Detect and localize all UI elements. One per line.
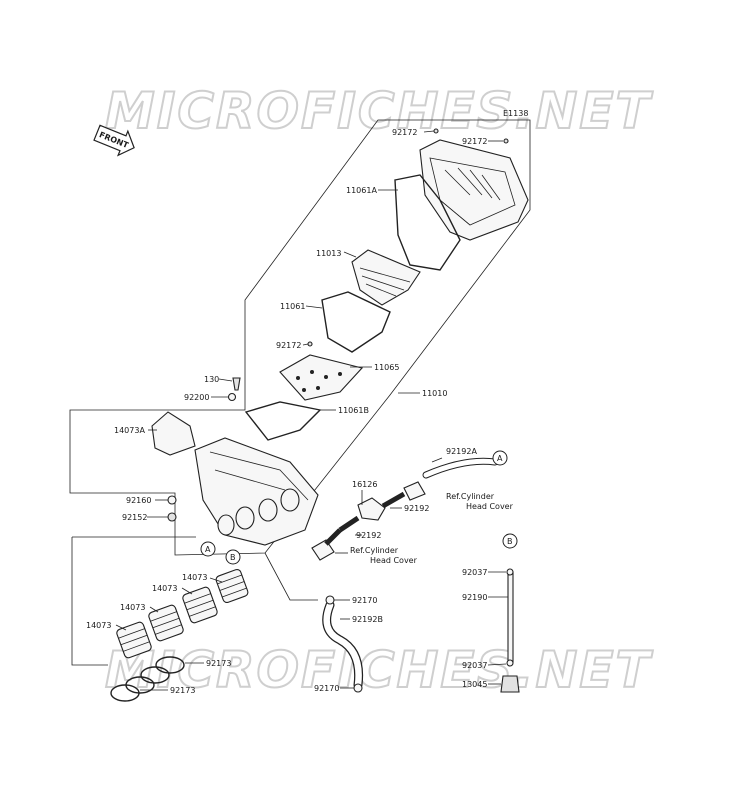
label-92192b: 92192B: [352, 615, 383, 624]
label-11061: 11061: [280, 302, 305, 311]
label-92172-mid: 92172: [276, 341, 301, 350]
svg-text:A: A: [497, 454, 503, 463]
callout-a-left: A: [200, 541, 216, 557]
label-11065: 11065: [374, 363, 399, 372]
label-11061b: 11061B: [338, 406, 369, 415]
plate-11065: [279, 354, 364, 401]
fitting-lower: [311, 539, 335, 561]
diagram-code: E1138: [503, 109, 528, 118]
label-ref-cylinder-1: Ref.Cylinder: [446, 492, 495, 501]
label-92200: 92200: [184, 393, 209, 402]
label-16126: 16126: [352, 480, 377, 489]
label-92172-right: 92172: [462, 137, 487, 146]
label-92172-top: 92172: [392, 128, 417, 137]
air-filter-element: [351, 249, 421, 306]
label-head-cover-1: Head Cover: [466, 502, 514, 511]
bracket-14073a: [151, 411, 196, 456]
label-14073-2: 14073: [152, 584, 177, 593]
svg-text:B: B: [507, 537, 513, 546]
screw-92172-mid: [307, 341, 313, 347]
clamps-92173: [110, 656, 185, 702]
group-outline-lower: [71, 537, 108, 666]
group-outline-upper: [69, 119, 531, 556]
watermark-bottom: MICROFICHES.NET: [105, 641, 654, 699]
screw-92172-top: [433, 128, 439, 134]
screw-92172-right: [503, 138, 509, 144]
air-cleaner-cover: [419, 139, 529, 241]
valve-16126: [357, 497, 386, 521]
label-14073a: 14073A: [114, 426, 145, 435]
leader-lines: [115, 130, 508, 691]
grommet-92160: [167, 495, 177, 505]
drain-tube-assembly: [500, 568, 520, 693]
clamp-92170-bottom: [353, 683, 363, 693]
clamp-92170-top: [325, 595, 335, 605]
seal-11061a: [394, 174, 461, 271]
label-14073-1: 14073: [182, 573, 207, 582]
callout-a-right: A: [492, 450, 508, 466]
label-92190: 92190: [462, 593, 487, 602]
callout-b-left: B: [225, 549, 241, 565]
collar-92152: [167, 512, 177, 522]
label-92160: 92160: [126, 496, 151, 505]
callout-b-right: B: [502, 533, 518, 549]
label-92192a: 92192A: [446, 447, 477, 456]
seal-11061b: [244, 401, 322, 441]
label-14073-4: 14073: [86, 621, 111, 630]
label-92170-top: 92170: [352, 596, 377, 605]
svg-text:B: B: [230, 553, 236, 562]
bolt-130: [232, 377, 241, 391]
label-92192-b: 92192: [356, 531, 381, 540]
fitting-upper: [403, 481, 426, 501]
label-13045: 13045: [462, 680, 487, 689]
front-arrow-icon: FRONT: [93, 124, 135, 157]
label-11013: 11013: [316, 249, 341, 258]
label-92173-b: 92173: [170, 686, 195, 695]
label-92152: 92152: [122, 513, 147, 522]
label-92173-a: 92173: [206, 659, 231, 668]
label-92192-a: 92192: [404, 504, 429, 513]
label-11010: 11010: [422, 389, 447, 398]
seal-11061: [321, 291, 391, 353]
label-130: 130: [204, 375, 219, 384]
svg-text:A: A: [205, 545, 211, 554]
label-11061a: 11061A: [346, 186, 377, 195]
label-92037-bottom: 92037: [462, 661, 487, 670]
air-cleaner-housing: [194, 437, 319, 546]
label-ref-cylinder-2: Ref.Cylinder: [350, 546, 399, 555]
label-92037-top: 92037: [462, 568, 487, 577]
funnels: [116, 568, 249, 659]
label-head-cover-2: Head Cover: [370, 556, 418, 565]
washer-92200: [227, 392, 237, 402]
label-14073-3: 14073: [120, 603, 145, 612]
label-92170-bottom: 92170: [314, 684, 339, 693]
watermark-top: MICROFICHES.NET: [105, 82, 654, 140]
